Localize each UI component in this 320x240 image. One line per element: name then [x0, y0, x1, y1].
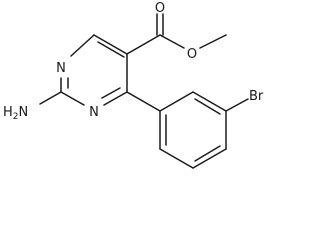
bond-c6-c5 [93, 34, 128, 55]
bond-n3-c2 [60, 91, 85, 106]
bond-c4-n3-double [101, 87, 121, 99]
ring-n-top-label: N [56, 61, 66, 76]
amine-subscript: 2 [13, 112, 19, 122]
bonds [39, 13, 249, 169]
ester-oxygen-label: O [187, 47, 197, 62]
amine-n: N [19, 105, 29, 120]
bond-ph1-ph2 [159, 91, 194, 112]
atom-labels: N N H2N O O Br [3, 1, 264, 122]
bond-ph4-ph5-double [194, 145, 221, 162]
bond-c5-carbonyl [126, 34, 161, 55]
bond-ph4-ph5 [192, 148, 227, 169]
chemical-structure-diagram: N N H2N O O Br [3, 1, 264, 169]
bond-ph3-br [225, 98, 249, 112]
bond-ph5-ph6 [159, 148, 194, 169]
ring-n-bottom-label: N [89, 105, 99, 120]
carbonyl-oxygen-label: O [155, 1, 165, 16]
bond-c6-c5-double [97, 41, 125, 58]
bond-ph2-ph3-double [194, 98, 221, 115]
amine-h: H [3, 105, 13, 120]
bond-n1-c6 [70, 34, 95, 57]
bond-c4-phenyl [126, 91, 161, 112]
bond-carbonyl-ester-o [159, 34, 185, 49]
amine-label: H2N [3, 105, 28, 122]
bond-c2-nh2 [39, 91, 62, 105]
bond-c4-n3 [103, 91, 128, 106]
bromine-label: Br [249, 89, 264, 104]
bond-ph2-ph3 [192, 91, 227, 112]
bond-ester-o-methyl [199, 34, 227, 49]
